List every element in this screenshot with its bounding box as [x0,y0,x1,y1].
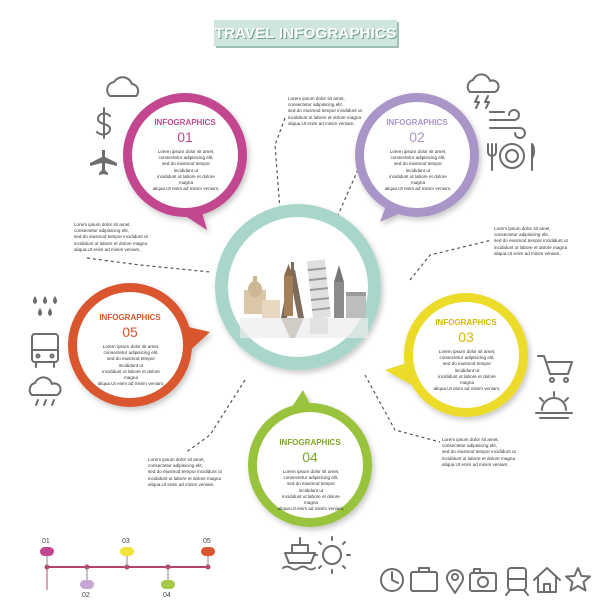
bubble-02-label: INFOGRAPHICS [386,118,448,127]
bubble-01-content: INFOGRAPHICS 01 Lorem ipsum dolor sit am… [150,118,220,192]
wind-icon [489,109,526,139]
suitcase-icon [410,567,438,592]
note-right: Lorem ipsum dolor sit amet,consectetur a… [494,226,568,256]
bubble-04-number: 04 [302,449,318,465]
bubble-04-content: INFOGRAPHICS 04 Lorem ipsum dolor sit am… [275,438,345,512]
train-icon [505,567,529,596]
note-left: Lorem ipsum dolor sit amet,consectetur a… [74,222,148,252]
bubble-05-text: Lorem ipsum dolor sit amet,consectetur a… [97,344,165,387]
bubble-01-text: Lorem ipsum dolor sit amet,consectetur a… [152,149,220,192]
connector-lines [86,117,493,454]
timeline-marker-05 [201,547,215,556]
timeline [40,547,215,590]
timeline-marker-04 [161,580,175,589]
title-banner: TRAVEL INFOGRAPHICS [214,20,397,46]
bubble-03-content: INFOGRAPHICS 03 Lorem ipsum dolor sit am… [431,318,501,392]
note-lower-right: Lorem ipsum dolor sit amet,consectetur a… [442,437,516,467]
bubble-03 [385,293,528,417]
bubble-03-text: Lorem ipsum dolor sit amet,consectetur a… [433,349,501,392]
timeline-label-05: 05 [203,538,211,545]
landmarks-illustration [240,259,368,338]
storm-cloud-icon [466,73,500,109]
timeline-label-01: 01 [42,538,50,545]
bubble-01-number: 01 [177,129,193,145]
cloud-icon [106,76,140,97]
dining-icon [487,143,536,171]
bus-icon [31,333,59,368]
bubble-05-content: INFOGRAPHICS 05 Lorem ipsum dolor sit am… [95,313,165,387]
timeline-label-02: 02 [82,592,90,599]
shopping-cart-icon [537,355,573,383]
bubble-02 [355,93,479,222]
note-top: Lorem ipsum dolor sit amet,consectetur a… [288,96,362,126]
bubble-02-content: INFOGRAPHICS 02 Lorem ipsum dolor sit am… [382,118,452,192]
camera-icon [469,568,497,592]
home-icon [533,567,561,593]
bubble-03-number: 03 [458,329,474,345]
sun-icon [313,536,351,574]
bubble-05 [68,283,210,407]
rain-drops-icon [33,296,57,316]
bubble-04 [248,390,372,527]
timeline-marker-03 [120,547,134,556]
sunset-icon [535,391,573,419]
timeline-marker-02 [80,580,94,589]
timeline-marker-01 [40,547,54,556]
bubble-01 [123,93,247,230]
bubble-04-label: INFOGRAPHICS [279,438,341,447]
bubble-03-label: INFOGRAPHICS [435,318,497,327]
rain-cloud-icon [28,376,62,406]
map-pin-icon [446,569,464,594]
bubble-05-number: 05 [122,324,138,340]
page-title: TRAVEL INFOGRAPHICS [214,24,397,42]
timeline-label-04: 04 [163,592,171,599]
star-icon [565,567,591,592]
clock-icon [380,568,404,592]
airplane-icon [90,150,117,175]
bubble-02-text: Lorem ipsum dolor sit amet,consectetur a… [384,149,452,192]
timeline-label-03: 03 [122,538,130,545]
ship-icon [282,537,316,571]
bubble-01-label: INFOGRAPHICS [154,118,216,127]
bubble-02-number: 02 [409,129,425,145]
bubble-04-text: Lorem ipsum dolor sit amet,consectetur a… [277,469,345,512]
note-lower-left: Lorem ipsum dolor sit amet,consectetur a… [148,457,222,487]
bubble-05-label: INFOGRAPHICS [99,313,161,322]
dollar-icon [96,107,111,139]
